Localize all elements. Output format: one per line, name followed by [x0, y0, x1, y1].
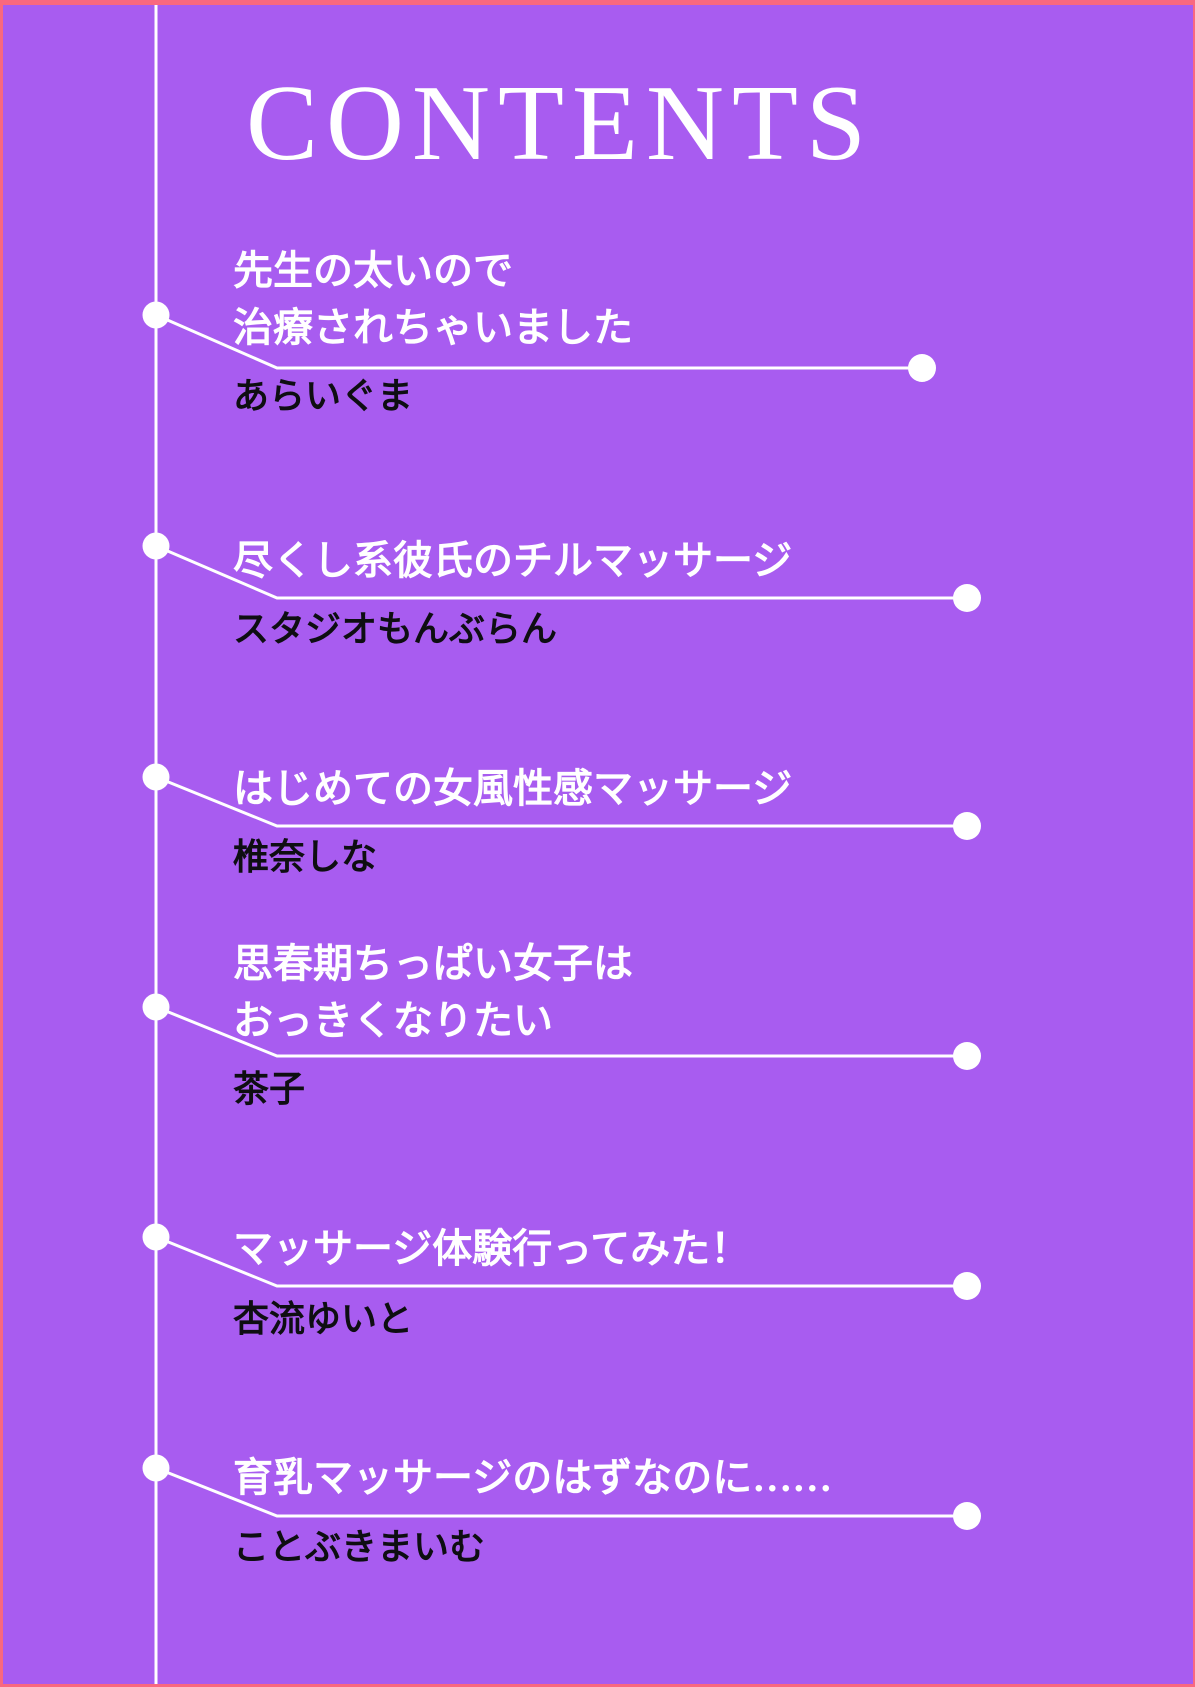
toc-entry-author: あらいぐま — [233, 376, 414, 416]
toc-entry-title: 思春期ちっぱい女子は — [233, 941, 633, 986]
toc-entry-author: 杏流ゆいと — [233, 1299, 414, 1339]
toc-entry-title: 先生の太いので — [233, 248, 513, 293]
entry-left-dot — [142, 993, 170, 1021]
toc-entry-title: 尽くし系彼氏のチルマッサージ — [233, 538, 793, 583]
page-title: CONTENTS — [246, 64, 874, 183]
entry-connector-line — [155, 1235, 967, 1288]
toc-entry-author: 茶子 — [233, 1069, 306, 1109]
toc-entry-title: 育乳マッサージのはずなのに…… — [233, 1455, 833, 1500]
entry-left-dot — [142, 1454, 170, 1482]
entry-connector-line — [155, 775, 967, 828]
entry-left-dot — [142, 1223, 170, 1251]
entry-right-dot — [953, 812, 981, 840]
toc-entry-title: 治療されちゃいました — [233, 305, 633, 350]
entry-right-dot — [953, 1502, 981, 1530]
entry-left-dot — [142, 532, 170, 560]
entry-left-dot — [142, 763, 170, 791]
entry-right-dot — [953, 1042, 981, 1070]
toc-entry-author: 椎奈しな — [233, 837, 378, 877]
toc-entry-author: スタジオもんぶらん — [233, 609, 558, 649]
entry-connector-line — [155, 1005, 967, 1058]
toc-entry-author: ことぶきまいむ — [233, 1527, 486, 1567]
entry-left-dot — [142, 301, 170, 329]
entry-right-dot — [908, 354, 936, 382]
entry-right-dot — [953, 1272, 981, 1300]
entry-connector-line — [155, 313, 922, 370]
entry-right-dot — [953, 584, 981, 612]
toc-entry-title: おっきくなりたい — [233, 998, 553, 1043]
entry-connector-line — [155, 1466, 967, 1518]
toc-entry-title: マッサージ体験行ってみた！ — [233, 1226, 751, 1271]
entry-connector-line — [155, 544, 967, 600]
toc-entry-title: はじめての女風性感マッサージ — [233, 766, 793, 811]
